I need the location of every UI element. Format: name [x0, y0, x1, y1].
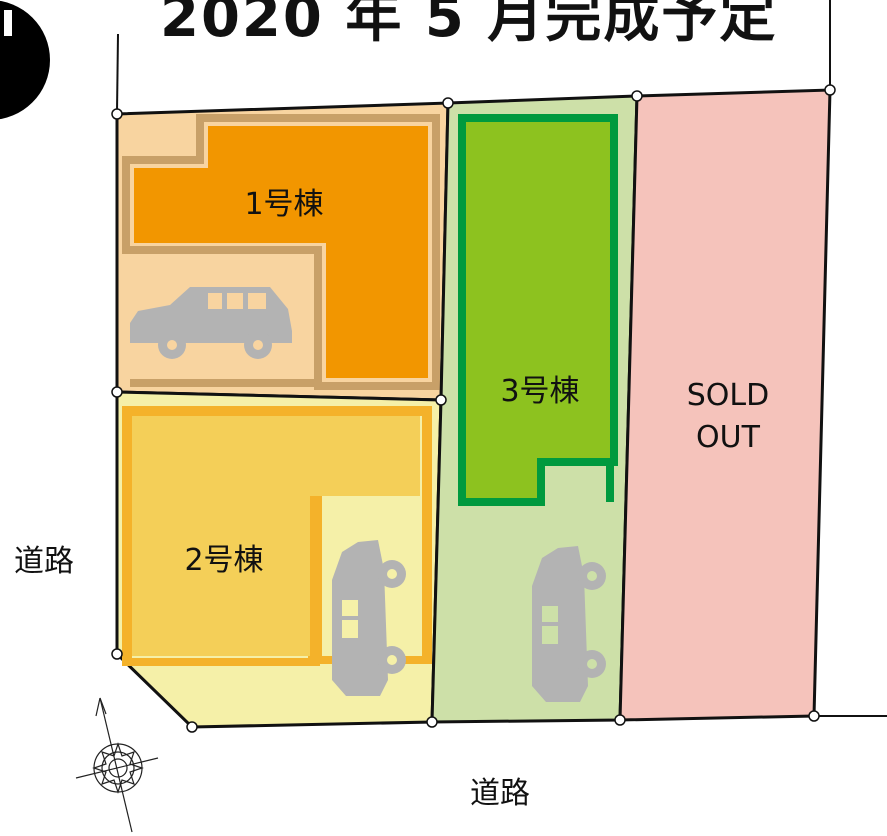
car-icon — [130, 287, 292, 359]
out-label: OUT — [696, 420, 761, 455]
lot-1-label: 1号棟 — [244, 187, 323, 222]
car-icon — [532, 546, 606, 702]
road-label-left: 道路 — [14, 544, 74, 579]
lot-3-label: 3号棟 — [500, 374, 579, 409]
lot-2-label: 2号棟 — [184, 543, 263, 578]
page-title: 2020 年 5 月完成予定 — [160, 0, 778, 50]
house-1-outline — [122, 114, 440, 390]
house-3 — [458, 114, 618, 506]
corner-markers — [111, 84, 836, 733]
badge-circle — [0, 0, 50, 120]
boundary-line — [116, 33, 119, 113]
house-1 — [134, 126, 428, 378]
compass-icon — [75, 697, 159, 833]
sold-label: SOLD — [687, 378, 769, 413]
road-label-bottom: 道路 — [470, 776, 530, 811]
car-icon — [332, 540, 406, 696]
badge-mark — [4, 10, 12, 36]
house-2 — [132, 416, 420, 656]
